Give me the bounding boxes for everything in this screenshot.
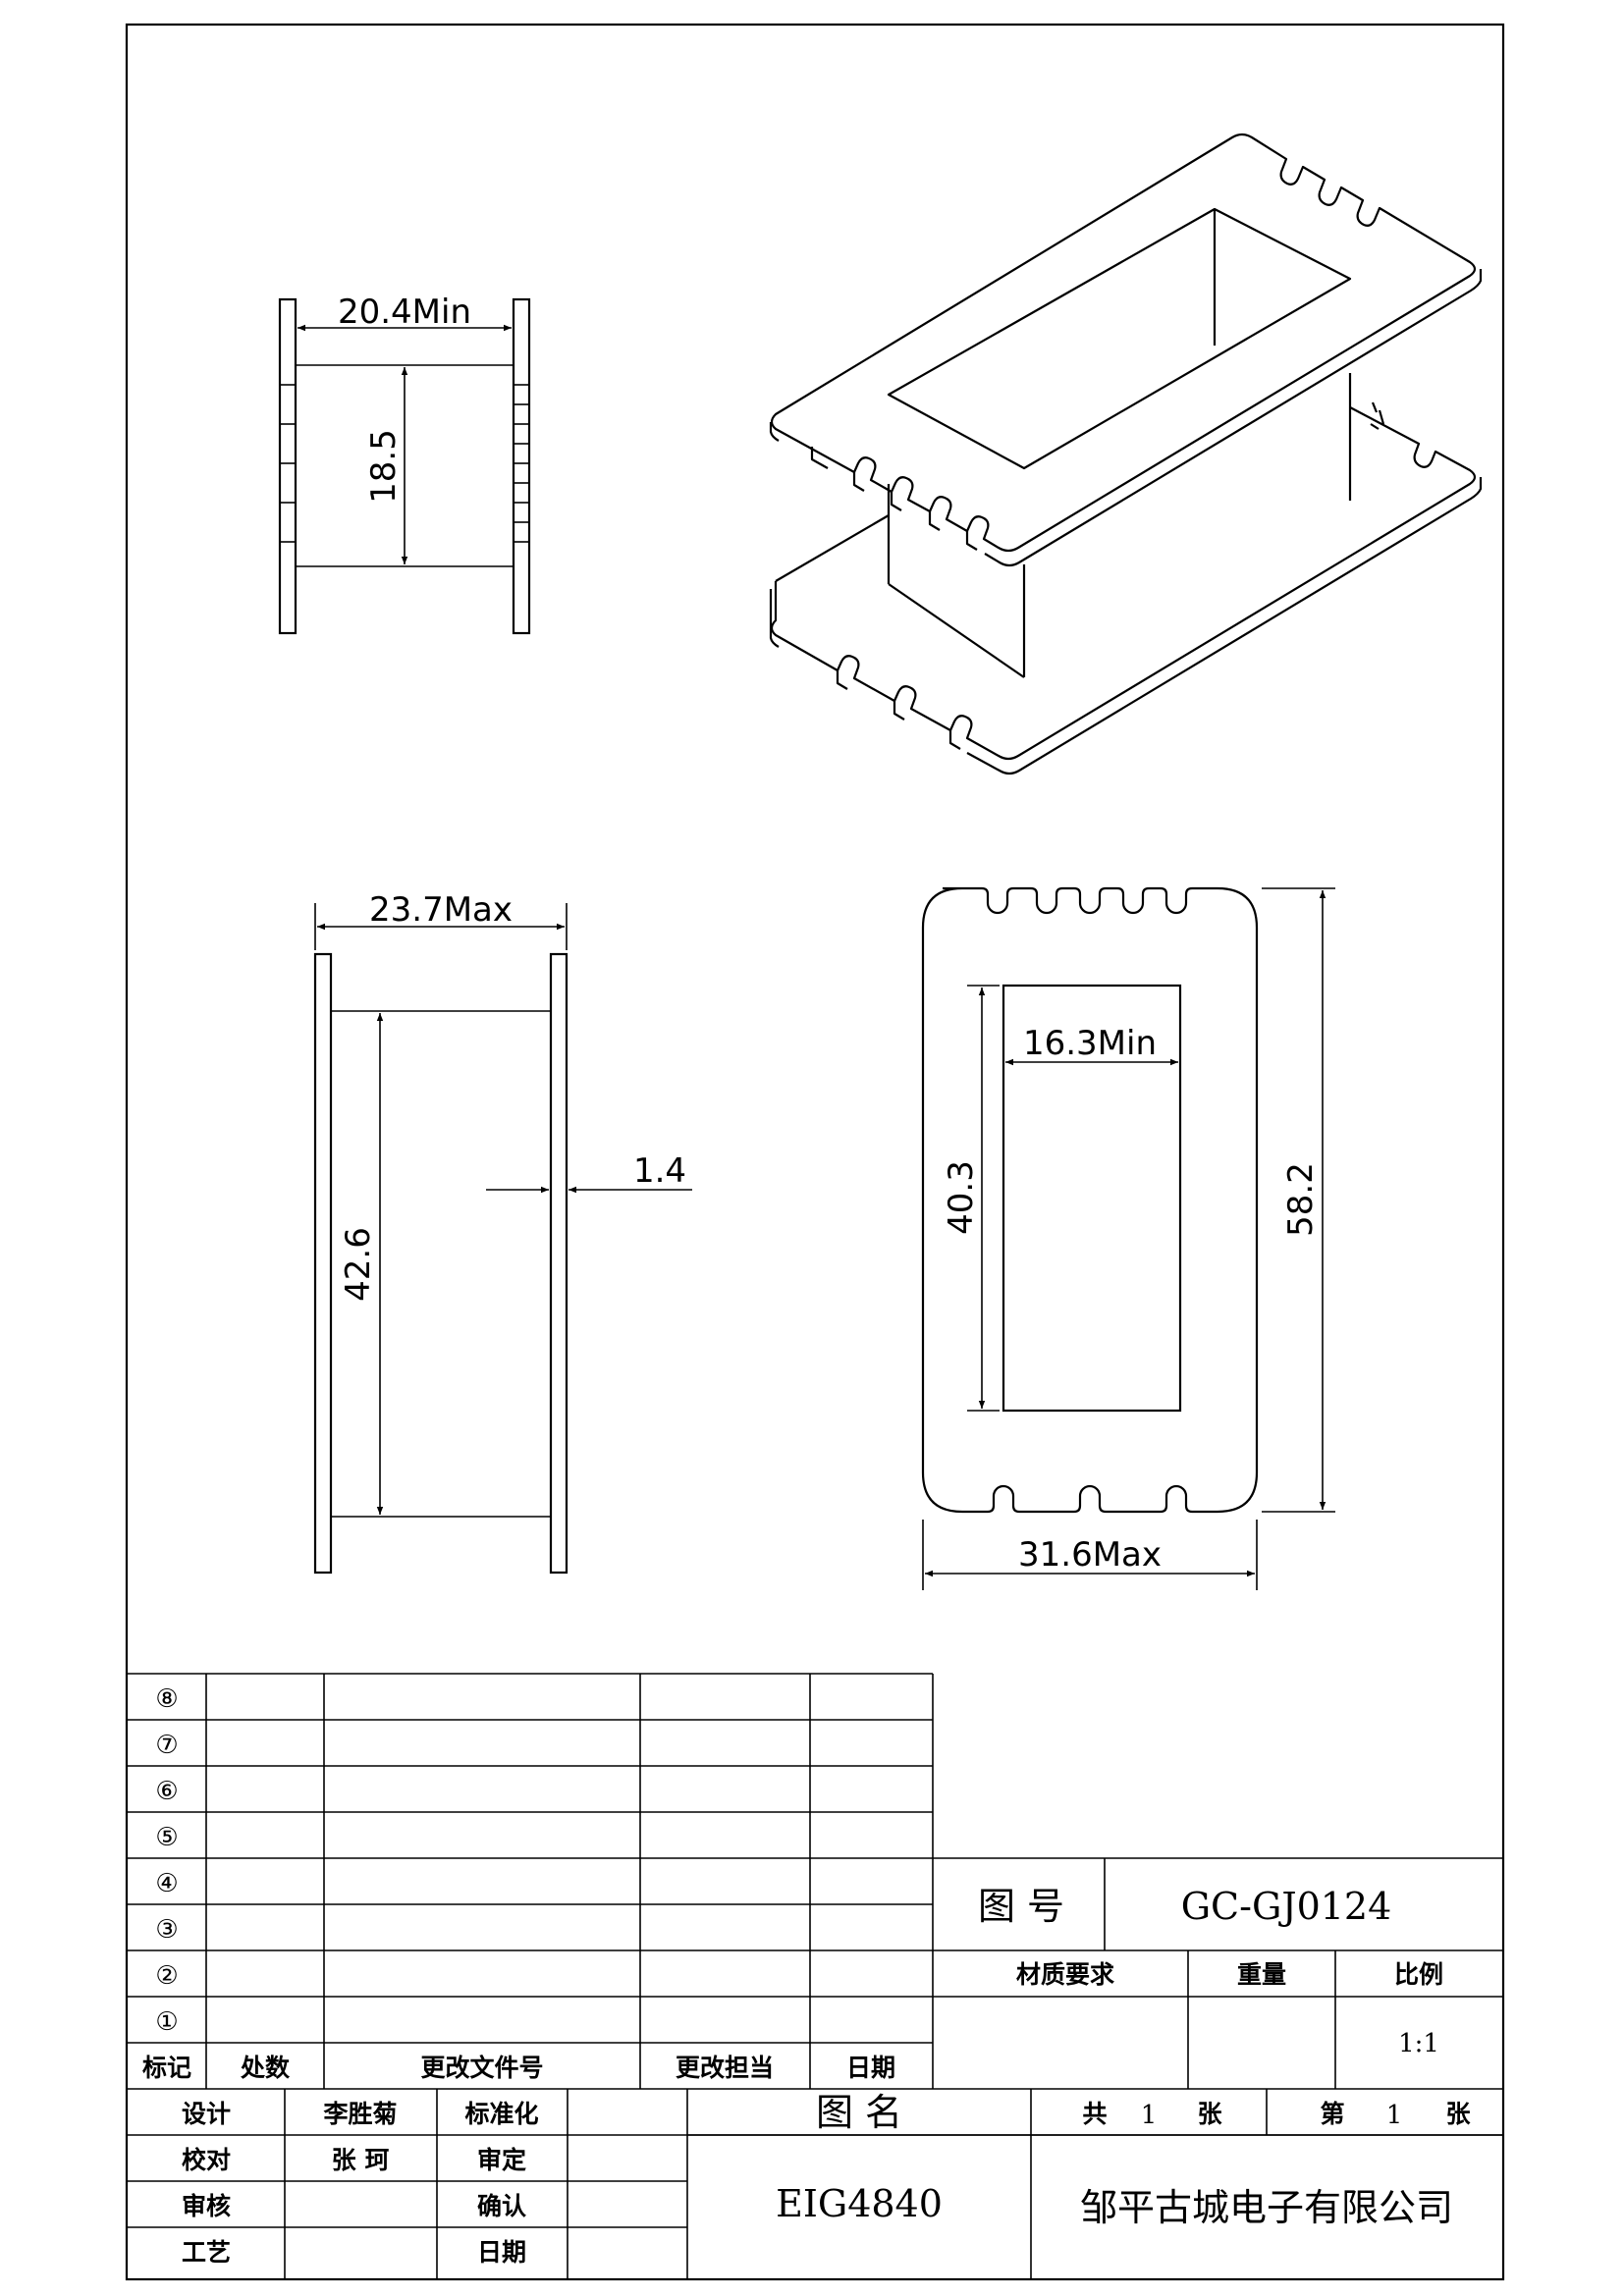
- dim-side-width: 23.7Max: [369, 890, 513, 930]
- sheets-total: 1: [1141, 2101, 1158, 2130]
- checker-name: 张 珂: [332, 2146, 390, 2174]
- header-change-doc: 更改文件号: [420, 2054, 543, 2082]
- scale-value: 1:1: [1398, 2029, 1439, 2058]
- sheet-index-unit: 张: [1445, 2100, 1471, 2128]
- weight-label: 重量: [1237, 1960, 1286, 1989]
- revision-table: ⑧ ⑦ ⑥ ⑤ ④ ③ ② ① 标记 处数 更改文件号 更改担当 日期: [127, 1673, 934, 2089]
- sheet-border: [125, 23, 1505, 2281]
- designer-name: 李胜菊: [323, 2100, 397, 2128]
- dim-side-height: 42.6: [339, 1227, 378, 1302]
- row-marker-7: ⑦: [155, 1731, 178, 1760]
- drawing-name: EIG4840: [776, 2182, 943, 2225]
- row-marker-6: ⑥: [155, 1777, 178, 1806]
- drawing-name-label: 图 名: [816, 2091, 902, 2134]
- sheets-unit: 张: [1197, 2100, 1222, 2128]
- front-view: 16.3Min 40.3 58.2 31.6Max: [921, 886, 1335, 1590]
- sheet-index: 1: [1386, 2101, 1403, 2130]
- dim-window-width: 16.3Min: [1023, 1024, 1157, 1063]
- title-block: 图 号 GC-GJ0124 材质要求 重量 比例 1:1 设计 李胜菊 标准化 …: [127, 1857, 1503, 2279]
- isometric-view: [769, 133, 1483, 775]
- row-marker-1: ①: [155, 2007, 178, 2037]
- row-marker-3: ③: [155, 1915, 178, 1945]
- dim-window-height: 40.3: [942, 1160, 981, 1235]
- header-date: 日期: [846, 2054, 895, 2082]
- standardization-label: 标准化: [464, 2100, 538, 2128]
- drawing-no: GC-GJ0124: [1181, 1885, 1392, 1928]
- confirm-label: 确认: [477, 2192, 526, 2220]
- dim-flange-thickness: 1.4: [633, 1151, 686, 1191]
- date-label: 日期: [477, 2238, 526, 2267]
- check-label: 校对: [182, 2146, 231, 2174]
- header-count: 处数: [240, 2054, 291, 2082]
- drawing-no-label: 图 号: [978, 1885, 1064, 1928]
- dim-top-width: 20.4Min: [338, 293, 471, 332]
- dim-overall-width: 31.6Max: [1018, 1535, 1162, 1575]
- dim-top-height: 18.5: [364, 429, 404, 504]
- scale-label: 比例: [1394, 1960, 1443, 1989]
- sheet-index-prefix: 第: [1320, 2100, 1344, 2128]
- row-marker-4: ④: [155, 1869, 178, 1898]
- company-name: 邹平古城电子有限公司: [1080, 2186, 1453, 2229]
- row-marker-2: ②: [155, 1961, 178, 1991]
- audit-label: 审核: [182, 2192, 231, 2220]
- row-marker-8: ⑧: [155, 1684, 178, 1714]
- material-label: 材质要求: [1016, 1960, 1114, 1989]
- row-marker-5: ⑤: [155, 1823, 178, 1852]
- design-label: 设计: [182, 2100, 231, 2128]
- header-mark: 标记: [142, 2054, 191, 2082]
- side-view: 23.7Max 42.6 1.4: [313, 890, 692, 1575]
- review-label: 审定: [477, 2146, 526, 2174]
- sheets-total-prefix: 共: [1082, 2100, 1107, 2128]
- header-change-owner: 更改担当: [676, 2054, 774, 2082]
- top-view: 20.4Min 18.5: [278, 293, 531, 635]
- dim-overall-height: 58.2: [1281, 1162, 1321, 1237]
- process-label: 工艺: [182, 2238, 231, 2267]
